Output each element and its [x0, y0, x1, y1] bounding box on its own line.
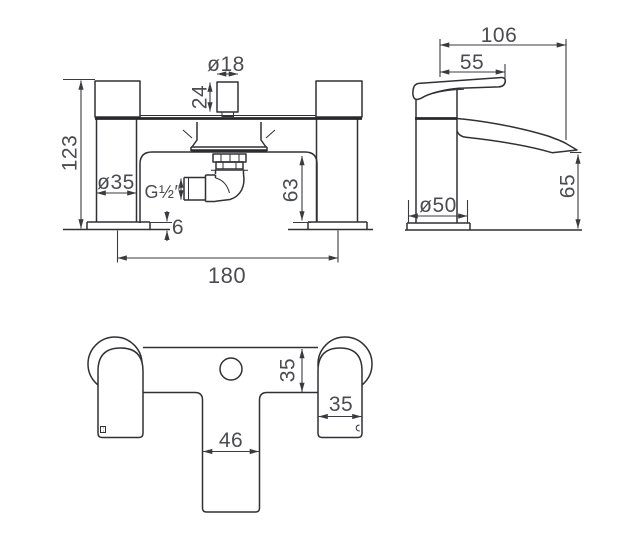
side-view: 106 55 ø50 65 [405, 24, 582, 231]
dim-overall-projection: 106 [481, 24, 518, 47]
side-spout [456, 117, 578, 154]
side-handle-crease [432, 88, 465, 94]
dim-spout-width: 46 [219, 429, 243, 452]
dim-pillar-diameter: ø35 [97, 171, 135, 194]
plan-diverter-hole [219, 357, 243, 381]
side-body [415, 88, 458, 223]
dim-body-depth: 35 [277, 358, 300, 382]
spout-front-face [139, 151, 318, 223]
hex-nut [211, 153, 248, 171]
dim-spout-height: 63 [280, 178, 303, 202]
dim-overall-height: 123 [59, 135, 82, 172]
front-view: 123 ø18 24 ø35 G½″ 63 6 180 [59, 53, 373, 288]
dim-base-diameter: ø50 [419, 194, 457, 217]
plan-body-and-spout [143, 346, 318, 513]
side-handle-lever [412, 76, 507, 101]
side-base [405, 222, 582, 231]
dim-spout-clearance: 65 [557, 174, 580, 198]
front-left-pillar [86, 80, 151, 229]
dim-hose-thread: G½″ [145, 182, 182, 202]
dim-handle-projection: 55 [460, 51, 484, 74]
dim-knob-diameter: ø18 [207, 53, 245, 76]
hose-elbow [183, 169, 245, 203]
plan-dimensions: 35 35 46 [203, 349, 362, 455]
diverter-housing [182, 122, 276, 152]
front-body-bar [95, 115, 362, 120]
front-dimensions: 123 ø18 24 ø35 G½″ 63 6 180 [59, 53, 339, 288]
dim-tap-centres: 180 [208, 263, 246, 288]
plan-view: 35 35 46 [87, 336, 373, 513]
dim-knob-height: 24 [189, 85, 212, 109]
diverter-knob [216, 81, 239, 117]
plan-left-handle [97, 347, 144, 439]
side-dimensions: 106 55 ø50 65 [407, 24, 582, 229]
dim-deck-thickness: 6 [172, 216, 184, 239]
plan-handle-marks [100, 424, 360, 433]
dim-handle-width: 35 [329, 393, 353, 416]
